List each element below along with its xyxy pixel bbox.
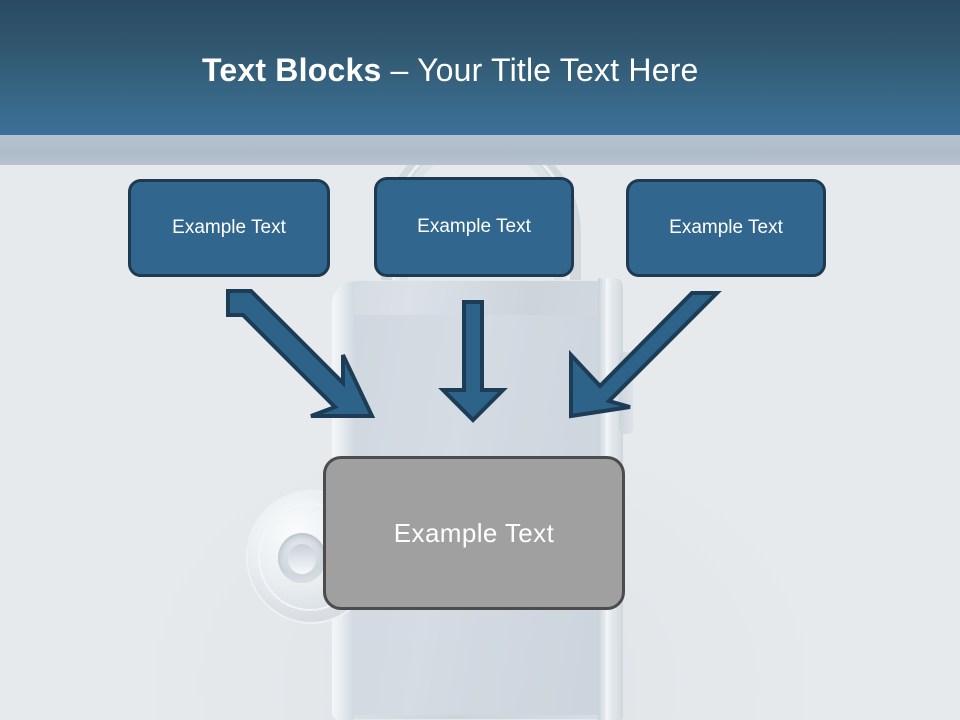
- text-block-2[interactable]: Example Text: [374, 177, 574, 277]
- text-block-1[interactable]: Example Text: [128, 179, 330, 277]
- page-title-light: Your Title Text Here: [417, 52, 699, 88]
- slide-header-bar: Text Blocks – Your Title Text Here: [0, 0, 960, 135]
- suitcase-wheel-hub-hole: [288, 544, 316, 574]
- text-block-1-label: Example Text: [172, 217, 286, 238]
- text-block-summary[interactable]: Example Text: [323, 456, 625, 610]
- text-block-3-label: Example Text: [669, 217, 783, 238]
- header-accent-strip: [0, 135, 960, 165]
- suitcase-side-grip: [619, 352, 633, 434]
- text-block-3[interactable]: Example Text: [626, 179, 826, 277]
- text-block-2-label: Example Text: [417, 216, 531, 237]
- page-title: Text Blocks – Your Title Text Here: [202, 52, 699, 89]
- page-title-separator: –: [381, 52, 418, 88]
- text-block-summary-label: Example Text: [393, 517, 555, 548]
- page-title-strong: Text Blocks: [202, 52, 382, 88]
